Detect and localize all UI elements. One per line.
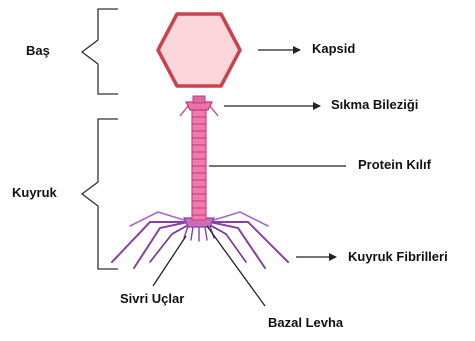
spikes-pointer-line [153,236,186,286]
tail-fibers-label: Kuyruk Fibrilleri [348,250,448,263]
base-plate-pointer-line [207,226,265,306]
spikes [184,226,214,241]
collar-label: Sıkma Bileziği [331,98,418,111]
head-bracket [82,9,118,94]
capsid-label: Kapsid [312,42,355,55]
head-label: Baş [26,44,50,57]
base-plate-label: Bazal Levha [268,316,343,329]
tail-sheath [192,110,206,220]
tail-label: Kuyruk [12,186,57,199]
tail-bracket [82,119,118,269]
neck [193,96,205,103]
capsid-head [158,14,240,86]
spikes-label: Sivri Uçlar [120,292,184,305]
sheath-label: Protein Kılıf [358,158,431,171]
